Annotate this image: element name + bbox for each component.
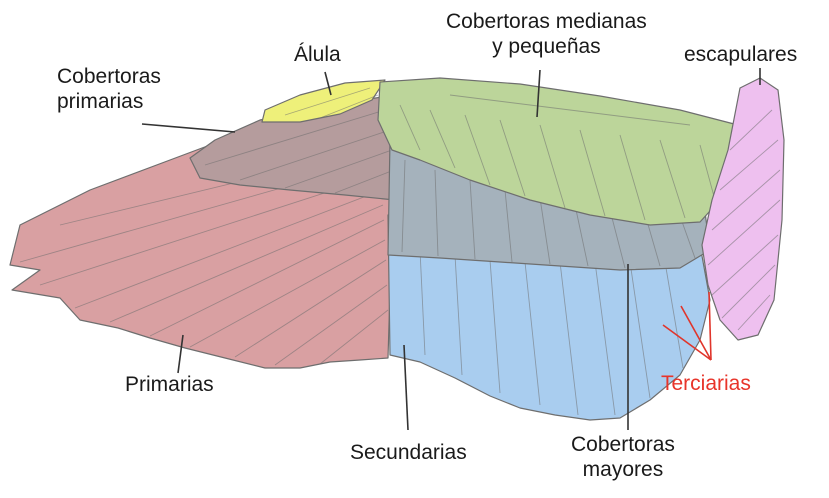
tertials-leader-3 — [709, 292, 711, 360]
label-scapulars-text: escapulares — [684, 42, 797, 67]
label-secondaries: Secundarias — [350, 440, 467, 465]
label-median-coverts-line-2: y pequeñas — [446, 34, 647, 59]
label-alula: Álula — [294, 42, 341, 67]
label-tertials: Terciarias — [661, 371, 751, 396]
label-scapulars: escapulares — [684, 42, 797, 67]
label-greater-coverts-line-1: Cobertoras — [571, 432, 675, 457]
label-primaries-text: Primarias — [125, 372, 214, 397]
label-alula-text: Álula — [294, 42, 341, 67]
label-primary-coverts: Cobertoras primarias — [57, 64, 161, 114]
label-primary-coverts-line-2: primarias — [57, 89, 161, 114]
label-primaries: Primarias — [125, 372, 214, 397]
label-median-coverts-line-1: Cobertoras medianas — [446, 9, 647, 34]
label-tertials-text: Terciarias — [661, 371, 751, 396]
label-greater-coverts: Cobertoras mayores — [571, 432, 675, 482]
label-secondaries-text: Secundarias — [350, 440, 467, 465]
label-primary-coverts-line-1: Cobertoras — [57, 64, 161, 89]
label-greater-coverts-line-2: mayores — [571, 457, 675, 482]
label-median-coverts: Cobertoras medianas y pequeñas — [446, 9, 647, 59]
leader-primary-coverts — [142, 124, 235, 132]
scapulars-region — [702, 78, 784, 340]
